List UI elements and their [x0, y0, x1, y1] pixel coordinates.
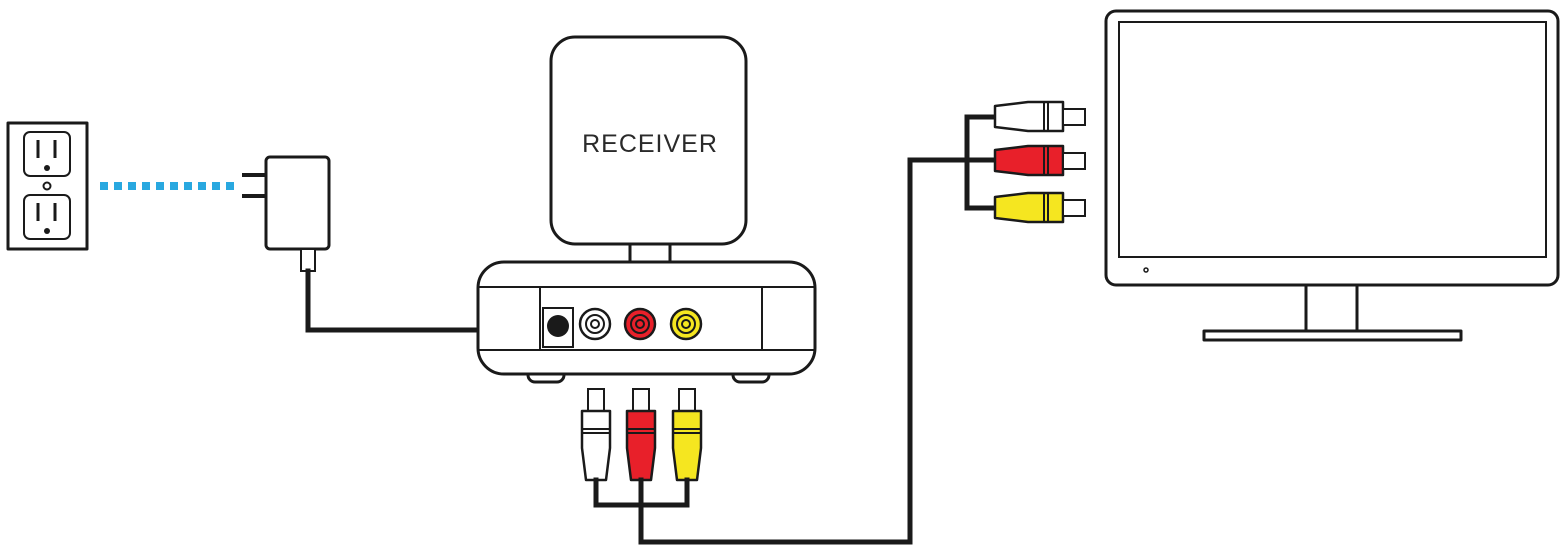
power-adapter-icon: [242, 155, 331, 272]
rca-plug-red: [625, 388, 657, 482]
audio-left-jack: [578, 307, 612, 341]
rca-plug-white-tv: [993, 100, 1086, 133]
wall-outlet-icon: [6, 121, 89, 251]
receiver-icon: RECEIVER: [476, 35, 817, 384]
power-cable: [305, 268, 561, 333]
receiver-label: RECEIVER: [582, 130, 718, 158]
video-jack: [669, 307, 703, 341]
audio-right-jack: [623, 307, 657, 341]
rca-cable-icon: [580, 100, 1086, 545]
rca-plug-yellow: [671, 388, 703, 482]
dc-jack: [547, 315, 569, 337]
rca-plug-yellow-tv: [993, 191, 1086, 224]
rca-plug-red-tv: [993, 144, 1086, 177]
rca-plug-white: [580, 388, 612, 482]
tv-icon: [1104, 9, 1560, 342]
